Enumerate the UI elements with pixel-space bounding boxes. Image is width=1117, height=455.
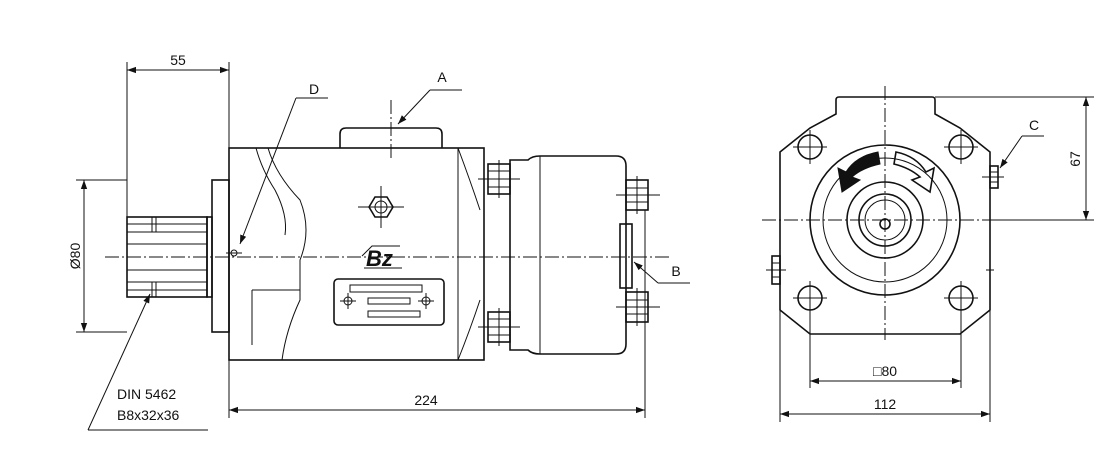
front-view-dimensions: 67 □80 112 C	[779, 96, 1094, 422]
dim-shaft-length: 55	[170, 52, 186, 68]
callout-b: B	[671, 263, 680, 279]
front-flange	[779, 96, 991, 335]
side-plug-left	[766, 255, 786, 285]
rotation-arrow-cw-icon	[893, 151, 936, 194]
side-view: Bz	[105, 100, 672, 361]
spline-standard: DIN 5462	[117, 386, 176, 402]
front-shaft-spline	[846, 181, 924, 259]
dim-shaft-diameter: Ø80	[67, 243, 83, 270]
cover-bolt-bottom	[616, 288, 660, 326]
mounting-flange	[211, 179, 230, 333]
nameplate	[333, 278, 445, 326]
hex-plug-icon	[358, 186, 404, 228]
dim-flange-height: 67	[1067, 151, 1083, 167]
dim-flange-square: □80	[873, 363, 897, 379]
pump-housing	[228, 147, 485, 361]
bolt-hole-br	[944, 281, 978, 315]
cover-bolt-top	[616, 176, 660, 214]
side-view-dimensions: 55 Ø80 224 A D B DIN 5462 B8x32x36	[67, 52, 690, 431]
dim-flange-width: 112	[874, 396, 897, 412]
bolt-hole-tr	[944, 130, 978, 164]
rear-cover	[509, 155, 633, 355]
spline-spec: B8x32x36	[117, 407, 179, 423]
front-body-circle	[809, 144, 961, 296]
bolt-hole-bl	[793, 281, 827, 315]
front-view	[762, 86, 1004, 340]
bz-logo: Bz	[361, 245, 402, 271]
callout-a: A	[437, 69, 447, 85]
bolt-hole-tl	[793, 130, 827, 164]
callout-c: C	[1029, 117, 1039, 133]
side-plug-c	[982, 165, 1004, 189]
callout-d: D	[309, 81, 319, 97]
svg-text:Bz: Bz	[366, 246, 393, 271]
dim-overall-length: 224	[414, 392, 438, 408]
rotation-arrow-ccw-icon	[837, 151, 881, 193]
